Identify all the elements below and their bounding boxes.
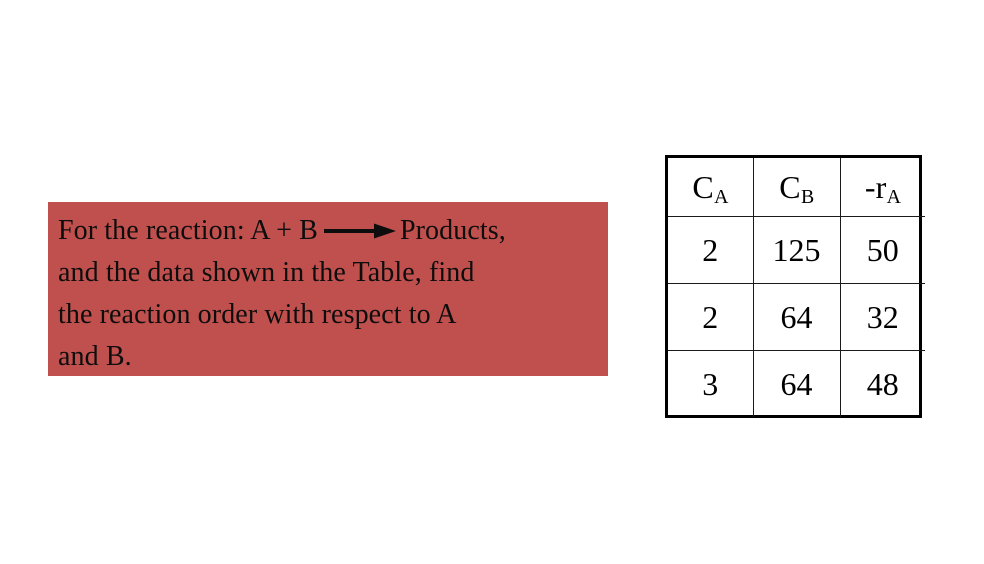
problem-line-2: and the data shown in the Table, find	[58, 257, 475, 288]
cell-ra: 48	[839, 350, 925, 417]
table-row: 2 125 50	[668, 216, 925, 284]
cell-cb: 64	[752, 350, 841, 417]
header-ca-base: C	[692, 168, 714, 205]
problem-line-3: the reaction order with respect to A	[58, 299, 457, 330]
table-row: 3 64 48	[668, 350, 925, 417]
header-cb-sub: B	[800, 186, 815, 209]
problem-line-1: For the reaction: A + B Products,	[58, 210, 598, 252]
cell-ra: 50	[839, 216, 925, 284]
problem-statement-box: For the reaction: A + B Products, and the…	[48, 202, 608, 376]
cell-ca: 2	[668, 283, 754, 351]
cell-ra: 32	[839, 283, 925, 351]
header-ra-base: -r	[864, 168, 887, 205]
table-header-cb: CB	[752, 158, 841, 217]
problem-line-1-before: For the reaction: A + B	[58, 215, 318, 246]
table-header-ca: CA	[668, 158, 754, 217]
yields-arrow-icon	[323, 222, 398, 240]
cell-cb: 64	[752, 283, 841, 351]
data-table-container: CA CB -rA 2 125 50 2	[665, 155, 925, 418]
data-table: CA CB -rA 2 125 50 2	[668, 158, 925, 417]
cell-cb: 125	[752, 216, 841, 284]
header-cb-base: C	[779, 168, 801, 205]
problem-line-4: and B.	[58, 341, 132, 372]
table-row: 2 64 32	[668, 283, 925, 351]
header-ra-sub: A	[886, 186, 901, 209]
cell-ca: 3	[668, 350, 754, 417]
table-header-ra: -rA	[839, 158, 925, 217]
table-header-row: CA CB -rA	[668, 158, 925, 217]
problem-line-1-after: Products,	[399, 215, 506, 246]
cell-ca: 2	[668, 216, 754, 284]
header-ca-sub: A	[714, 186, 729, 209]
